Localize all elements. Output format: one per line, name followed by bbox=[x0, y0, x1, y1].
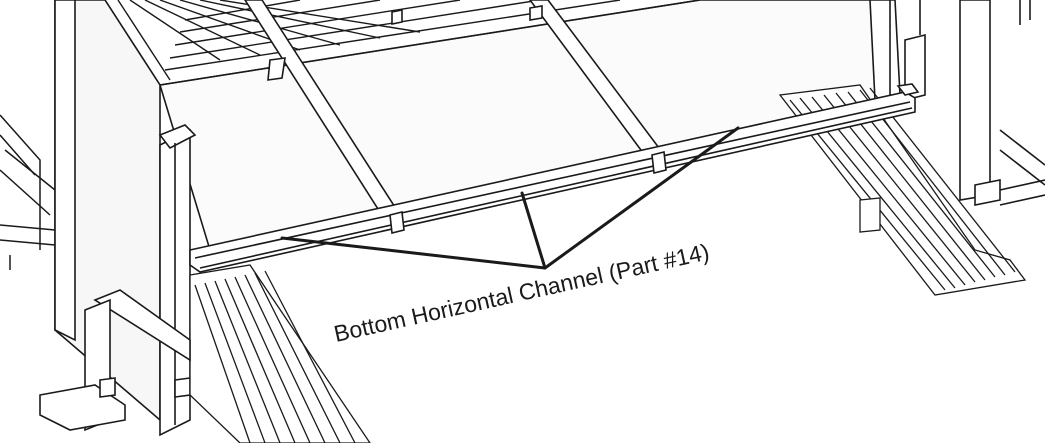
leader-line-middle bbox=[520, 191, 547, 270]
callout-label: Bottom Horizontal Channel (Part #14) bbox=[331, 238, 711, 346]
leader-line-left bbox=[280, 236, 547, 270]
callout-leaders bbox=[280, 126, 740, 270]
leader-line-right bbox=[543, 126, 740, 270]
lower-left-brace bbox=[39, 289, 191, 432]
left-ramp bbox=[189, 264, 371, 443]
floor-joists bbox=[244, 0, 670, 221]
right-wall-frame bbox=[869, 0, 1045, 206]
left-bracing bbox=[0, 114, 56, 270]
left-wall-panel bbox=[54, 0, 197, 437]
top-ribbed-panel bbox=[104, 0, 701, 86]
